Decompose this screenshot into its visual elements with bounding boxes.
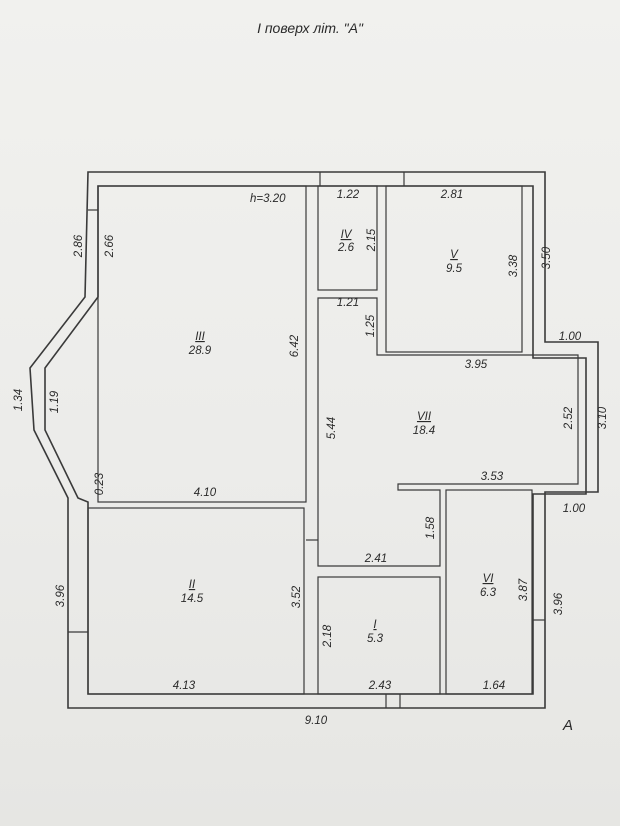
- room-ii-outline: [87, 507, 305, 695]
- dimension-label: 1.58: [425, 516, 437, 539]
- dimension-label: 9.10: [305, 715, 328, 727]
- dimension-label: 1.25: [365, 314, 377, 337]
- room-iv-label: IV: [341, 229, 353, 241]
- dimension-label: 3.52: [291, 585, 303, 608]
- room-vii-label: VII: [417, 411, 432, 423]
- room-v-area: 9.5: [446, 263, 463, 275]
- ceiling-height-label: h=3.20: [250, 193, 286, 205]
- room-iii-area: 28.9: [188, 345, 212, 357]
- room-i-area: 5.3: [367, 633, 384, 645]
- dimension-label: 1.22: [337, 189, 360, 201]
- dimension-label: 1.19: [49, 390, 61, 413]
- room-vi-label: VI: [483, 573, 495, 585]
- dimension-label: 3.87: [518, 578, 530, 601]
- dimension-label: 3.53: [481, 471, 504, 483]
- room-vii-area: 18.4: [413, 425, 435, 437]
- room-ii-area: 14.5: [181, 593, 204, 605]
- room-iii-outline: [97, 185, 307, 503]
- room-i-outline: [317, 576, 441, 695]
- dimension-label: 3.96: [553, 592, 565, 615]
- dimension-label: 1.34: [13, 389, 25, 411]
- building-letter: A: [562, 717, 573, 734]
- dimension-label: 3.96: [55, 584, 67, 607]
- room-iv-area: 2.6: [337, 242, 355, 254]
- dimension-label: 2.86: [73, 234, 85, 258]
- dimension-label: 1.00: [563, 503, 586, 515]
- dimension-label: 4.13: [173, 680, 196, 692]
- dimension-label: 1.00: [559, 331, 582, 343]
- dimension-label: 4.10: [194, 487, 217, 499]
- dimension-label: 3.95: [465, 359, 488, 371]
- room-i-label: I: [373, 619, 377, 631]
- dimension-label: 3.38: [508, 254, 520, 277]
- dimension-label: 2.15: [366, 228, 378, 252]
- dimension-label: 2.41: [364, 553, 387, 565]
- inner-wall: [44, 185, 587, 695]
- room-vii-outline: [317, 297, 579, 567]
- dimension-label: 2.81: [440, 189, 463, 201]
- room-vi-area: 6.3: [480, 587, 497, 599]
- dimension-label: 5.44: [326, 417, 338, 439]
- dimension-label: 2.43: [368, 680, 392, 692]
- page-title: I поверх літ. "А": [257, 20, 363, 36]
- room-ii-label: II: [189, 579, 196, 591]
- room-iv-outline: [317, 185, 378, 291]
- dimension-label: 2.66: [104, 234, 116, 258]
- room-iii-label: III: [195, 331, 205, 343]
- room-v-outline: [385, 185, 523, 353]
- dimension-label: 2.52: [563, 406, 575, 430]
- room-vi-outline: [445, 489, 533, 695]
- dimension-label: 6.42: [289, 334, 301, 357]
- dimension-label: 3.10: [597, 406, 609, 429]
- dimension-label: 1.21: [337, 297, 359, 309]
- outer-wall: [29, 171, 599, 709]
- dimension-label: 2.18: [322, 624, 334, 648]
- dimension-label: 0.23: [94, 472, 106, 495]
- dimension-label: 3.50: [541, 246, 553, 269]
- room-v-label: V: [450, 249, 459, 261]
- dimension-label: 1.64: [483, 680, 505, 692]
